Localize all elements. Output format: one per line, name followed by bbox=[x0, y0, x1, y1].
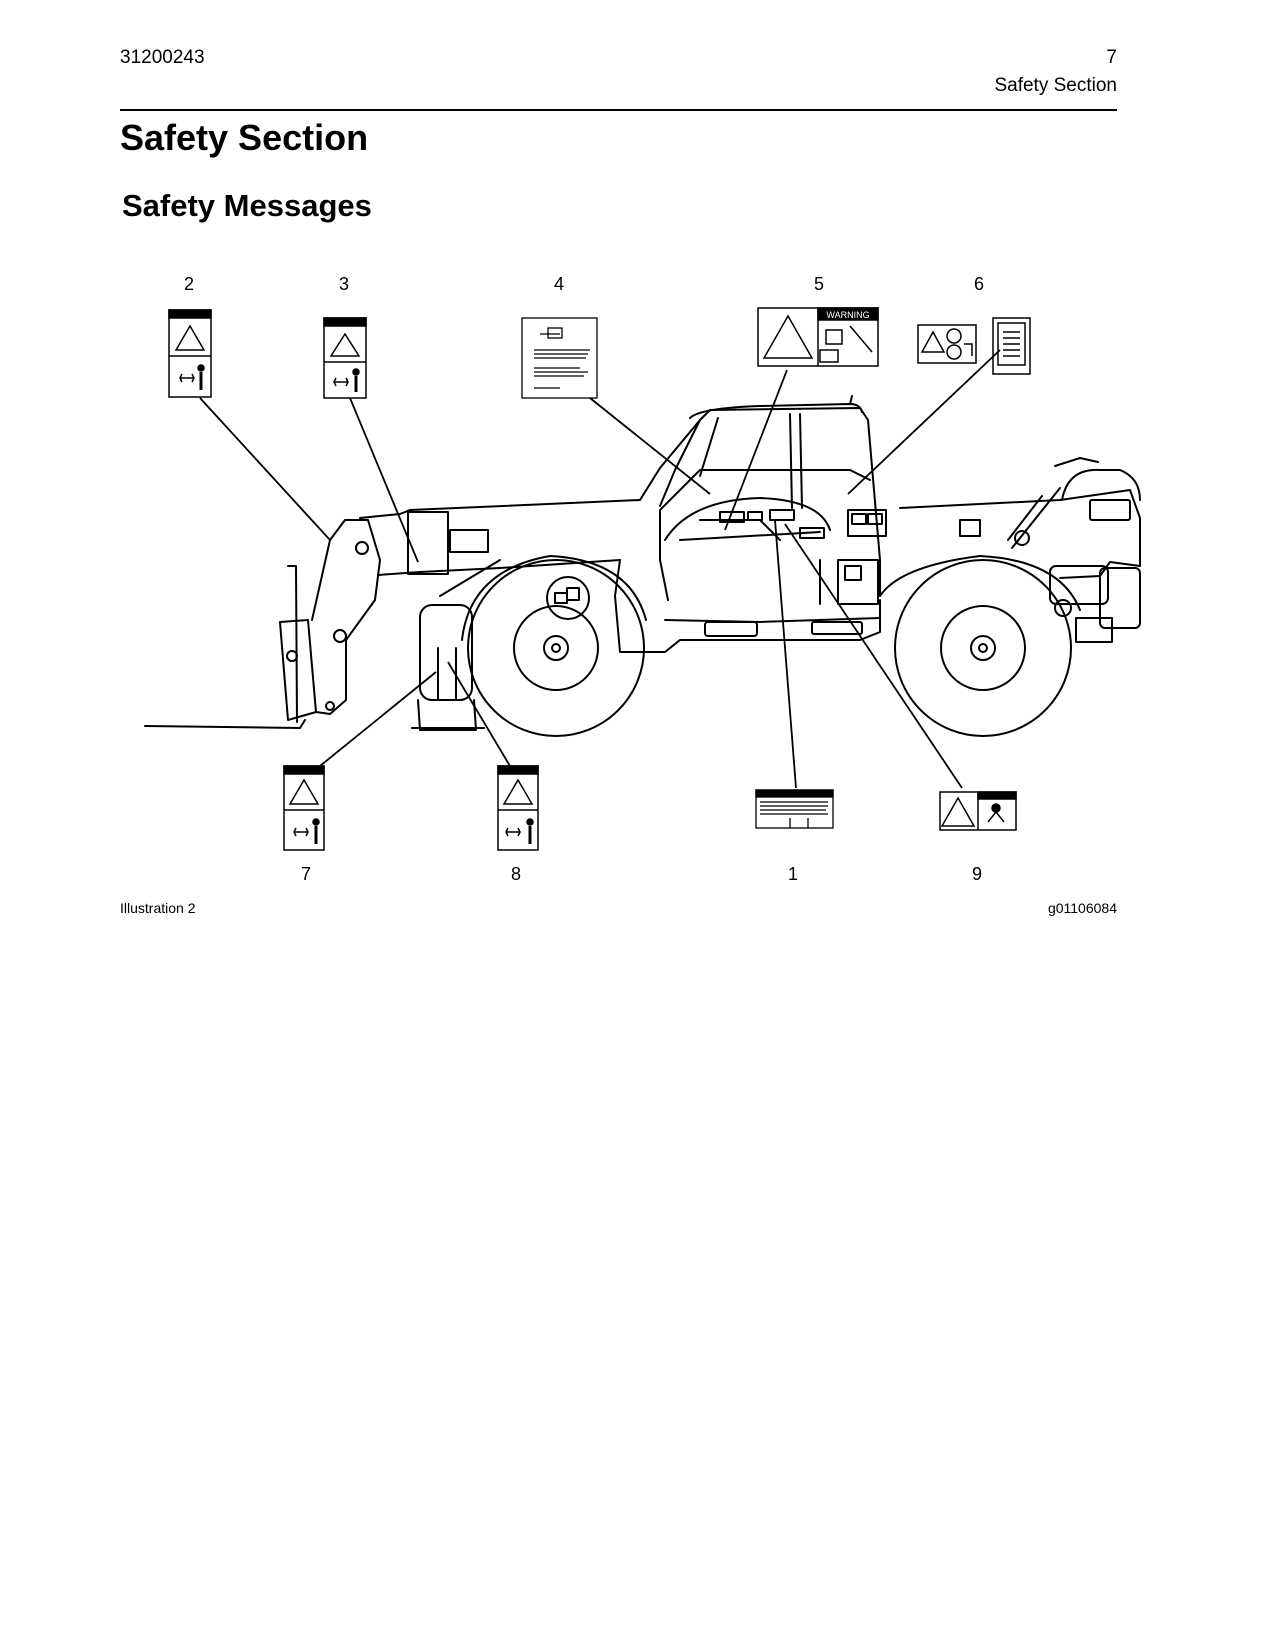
leader-8 bbox=[447, 661, 511, 767]
decal-5-warning-sign: WARNING bbox=[757, 307, 879, 367]
decal-4-instruction-plate bbox=[521, 317, 598, 399]
document-number: 31200243 bbox=[120, 47, 205, 68]
page-number: 7 bbox=[1106, 47, 1117, 68]
leader-3 bbox=[349, 397, 419, 563]
decal-9-warning-sign bbox=[939, 791, 1017, 831]
callout-6: 6 bbox=[973, 274, 985, 294]
callout-3: 3 bbox=[338, 274, 350, 294]
decal-8-warning-sign bbox=[497, 765, 539, 851]
boom-lower-edge bbox=[377, 559, 621, 576]
callout-4: 4 bbox=[553, 274, 565, 294]
callout-1: 1 bbox=[787, 864, 799, 884]
callout-7: 7 bbox=[300, 864, 312, 884]
leader-1 bbox=[774, 519, 797, 789]
leader-2 bbox=[199, 397, 331, 541]
decal-6-signs bbox=[917, 317, 1031, 375]
header-rule bbox=[120, 109, 1117, 111]
fork-carriage bbox=[279, 619, 317, 721]
section-subtitle: Safety Messages bbox=[122, 188, 372, 223]
boom-upper-edge bbox=[359, 499, 641, 519]
fork-shank bbox=[287, 565, 298, 723]
leader-7 bbox=[319, 671, 437, 767]
running-section-title: Safety Section bbox=[994, 75, 1117, 96]
decal-3-warning-sign bbox=[323, 317, 367, 399]
leader-6 bbox=[847, 349, 1001, 495]
callout-8: 8 bbox=[510, 864, 522, 884]
callout-9: 9 bbox=[971, 864, 983, 884]
page-title: Safety Section bbox=[120, 117, 369, 158]
decal-7-warning-sign bbox=[283, 765, 325, 851]
leader-4 bbox=[589, 397, 711, 495]
decal-1-warning-sign bbox=[755, 789, 834, 829]
leader-5 bbox=[724, 369, 788, 531]
fork-tine bbox=[144, 719, 306, 729]
decal-5-warning-text: WARNING bbox=[826, 310, 869, 320]
callout-2: 2 bbox=[183, 274, 195, 294]
decal-2-warning-sign bbox=[168, 309, 212, 398]
figure-id: g01106084 bbox=[1047, 900, 1117, 916]
leader-9 bbox=[784, 523, 963, 789]
boom-head bbox=[311, 519, 381, 715]
chassis-lower bbox=[614, 559, 881, 653]
rear-wheel bbox=[894, 559, 1072, 737]
callout-5: 5 bbox=[813, 274, 825, 294]
leader-lines bbox=[199, 349, 1001, 789]
illustration-caption: Illustration 2 bbox=[120, 900, 196, 916]
front-wheel bbox=[467, 559, 645, 737]
